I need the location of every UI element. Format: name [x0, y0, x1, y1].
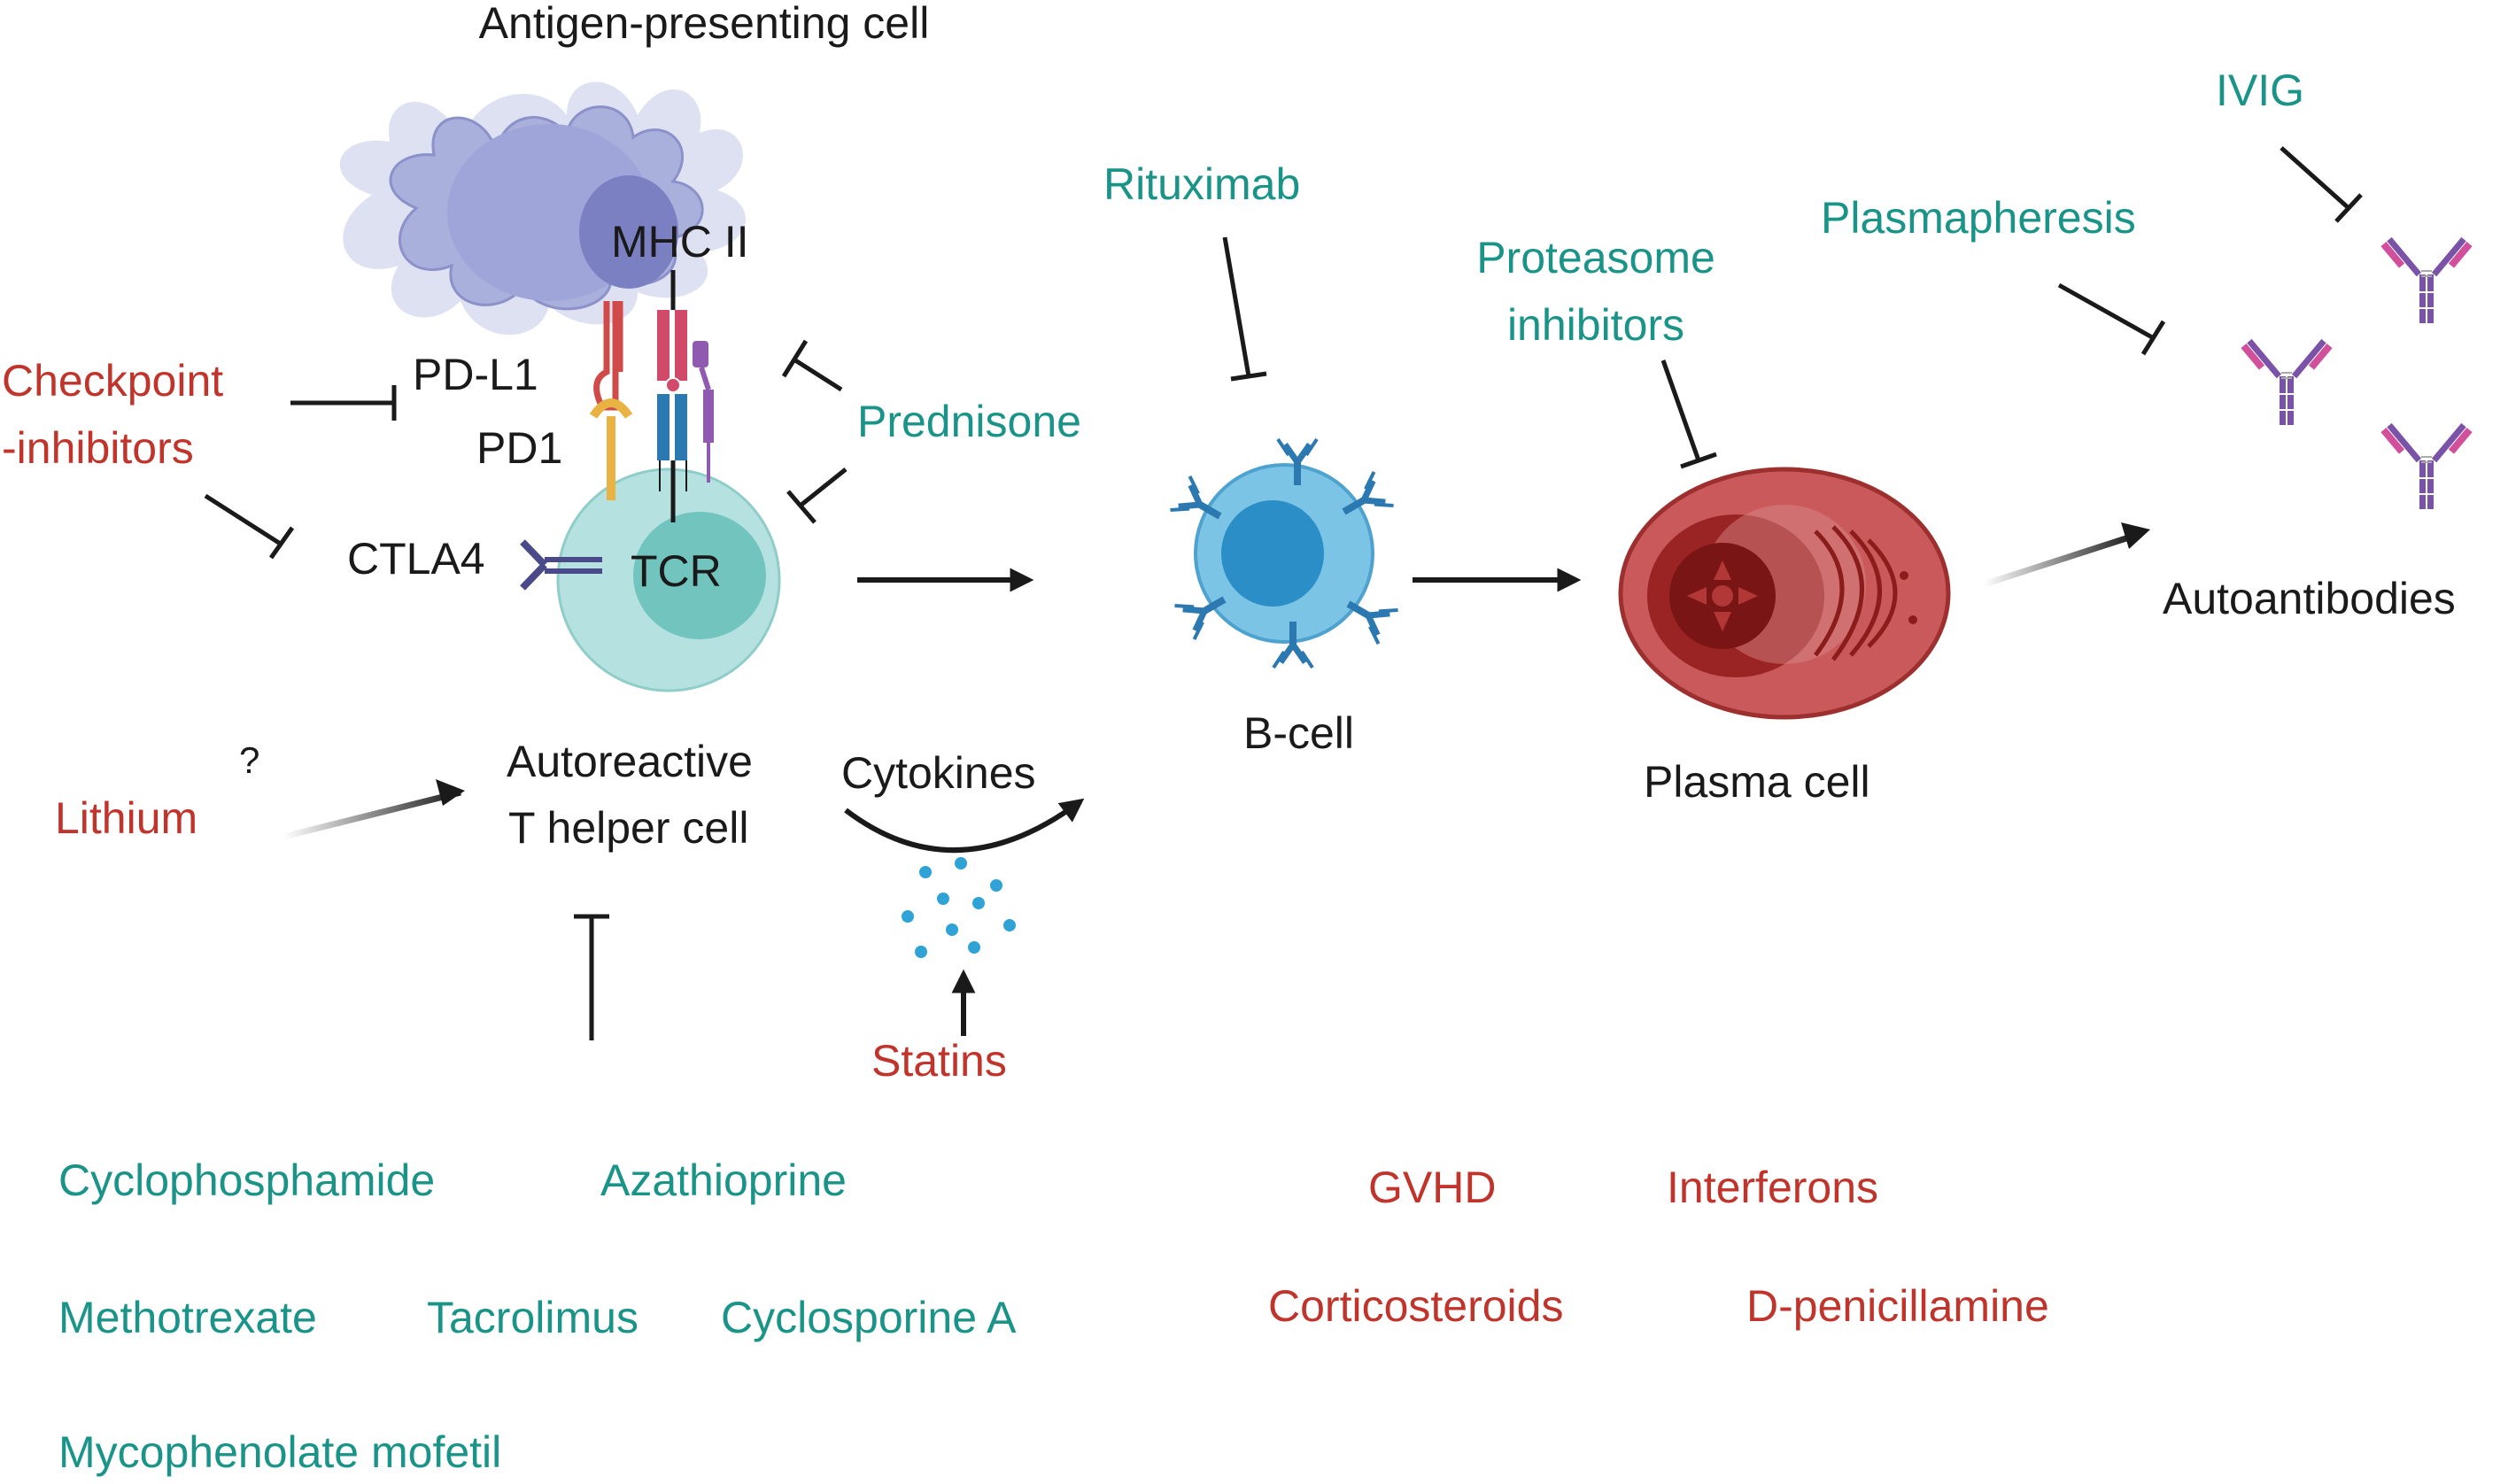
methotrexate-label: Methotrexate — [58, 1293, 317, 1342]
mhc-tcr-receptor — [657, 270, 687, 522]
inhibit-rituximab — [1222, 236, 1251, 377]
cytokine-particles — [902, 857, 1016, 958]
d-penicillamine-label: D-penicillamine — [1746, 1281, 2049, 1331]
interferons-label: Interferons — [1667, 1163, 1879, 1212]
b-cell — [1170, 439, 1397, 668]
arrow-plasma-to-antibodies — [1982, 532, 2136, 588]
checkpoint-inhibitors-line2: -inhibitors — [2, 423, 194, 473]
proteasome-inhibitors-line2: inhibitors — [1506, 300, 1685, 350]
inhibit-plasmapheresis — [2057, 282, 2156, 341]
inhibit-prednisone-t — [800, 468, 848, 506]
inhibit-checkpoint-ctla4 — [204, 493, 283, 547]
statins-label: Statins — [871, 1036, 1007, 1086]
activation-arrows — [844, 568, 1582, 1036]
t-helper-cell — [556, 468, 781, 692]
cyclosporine-label: Cyclosporine A — [721, 1293, 1017, 1342]
pdl1-label: PD-L1 — [413, 350, 538, 399]
checkpoint-inhibitors-line1: Checkpoint — [2, 356, 224, 406]
arrow-lithium — [283, 789, 461, 840]
inhibit-proteasome — [1660, 359, 1701, 461]
unknown-mark: ? — [239, 739, 260, 781]
azathioprine-label: Azathioprine — [600, 1156, 847, 1205]
inhibit-ivig — [2280, 146, 2350, 210]
mhc-label: MHC II — [611, 217, 749, 267]
tcr-label: TCR — [631, 546, 722, 596]
corticosteroids-label: Corticosteroids — [1268, 1281, 1564, 1331]
plasma-cell — [1618, 467, 1951, 720]
rituximab-label: Rituximab — [1103, 159, 1301, 209]
b-cell-label: B-cell — [1243, 708, 1355, 758]
ctla4-receptor — [520, 539, 602, 591]
arrow-lithium-head — [436, 779, 465, 806]
apc-cell — [339, 81, 747, 336]
t-helper-label-line2: T helper cell — [508, 803, 749, 853]
plasmapheresis-label: Plasmapheresis — [1821, 193, 2136, 243]
cd28-receptor — [693, 341, 714, 483]
mycophenolate-label: Mycophenolate mofetil — [58, 1427, 502, 1477]
gvhd-label: GVHD — [1368, 1163, 1497, 1212]
plasma-cell-label: Plasma cell — [1644, 757, 1870, 807]
inhibition-lines — [204, 146, 2363, 1040]
autoantibodies-label: Autoantibodies — [2163, 574, 2456, 623]
tacrolimus-label: Tacrolimus — [427, 1293, 639, 1342]
prednisone-label: Prednisone — [857, 397, 1081, 446]
pdl1-pd1-receptor — [589, 301, 633, 500]
ivig-label: IVIG — [2216, 66, 2305, 115]
proteasome-inhibitors-line1: Proteasome — [1476, 233, 1715, 282]
ctla4-label: CTLA4 — [347, 534, 485, 584]
cyclophosphamide-label: Cyclophosphamide — [58, 1156, 436, 1205]
pd1-label: PD1 — [476, 423, 563, 473]
t-helper-label-line1: Autoreactive — [507, 737, 753, 786]
arrow-plasma-head — [2121, 522, 2150, 549]
cytokines-label: Cytokines — [841, 748, 1036, 798]
arrow-cytokines — [844, 798, 1085, 853]
inhibit-prednisone-apc — [791, 356, 843, 392]
lithium-label: Lithium — [55, 793, 198, 843]
apc-label: Antigen-presenting cell — [478, 0, 930, 48]
autoantibodies — [2240, 236, 2473, 510]
